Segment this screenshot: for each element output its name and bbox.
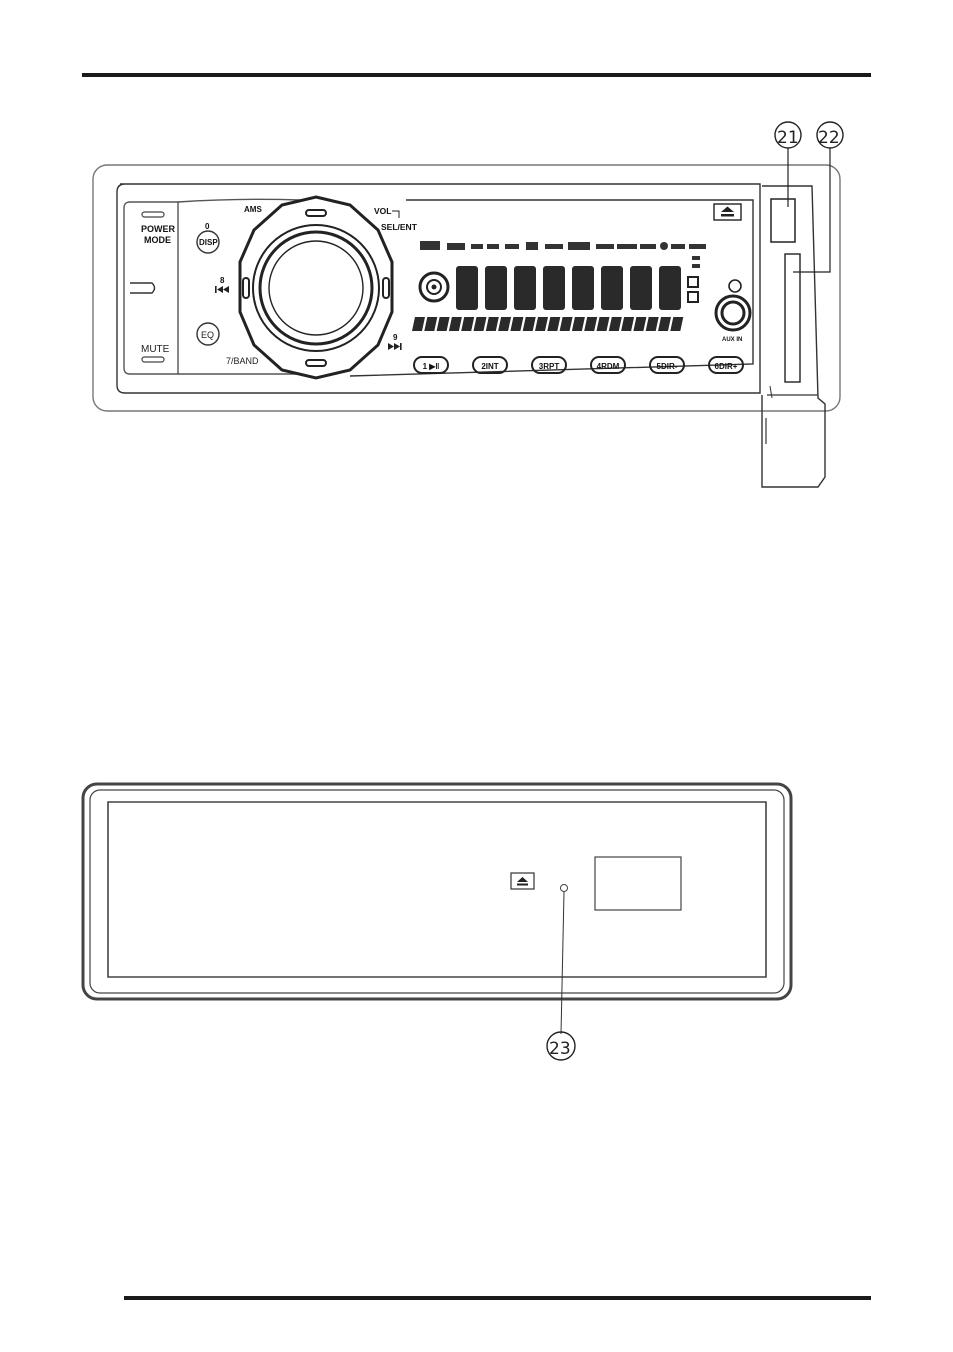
preset-button-4[interactable]: 4RDM bbox=[591, 357, 625, 373]
display-bar-segment bbox=[658, 317, 671, 331]
closed-panel bbox=[83, 784, 791, 999]
sel-ent-label: SEL/ENT bbox=[381, 222, 418, 232]
display-bar-segment bbox=[560, 317, 573, 331]
eject-icon bbox=[721, 207, 734, 217]
mute-label: MUTE bbox=[141, 344, 170, 355]
card-slot[interactable] bbox=[785, 254, 800, 382]
panel-window bbox=[595, 857, 681, 910]
display-bar-segment bbox=[646, 317, 659, 331]
display-digit bbox=[543, 266, 565, 310]
reset-hole[interactable] bbox=[561, 885, 568, 892]
preset-button-label: 3RPT bbox=[539, 362, 560, 371]
preset-button-1[interactable]: 1 ▶‖ bbox=[414, 357, 448, 373]
ams-label: AMS bbox=[244, 205, 262, 214]
release-tab bbox=[130, 283, 155, 293]
usb-port[interactable] bbox=[771, 199, 795, 242]
preset-button-label: 2INT bbox=[481, 362, 498, 371]
vol-label: VOL bbox=[374, 206, 391, 216]
preset-button-2[interactable]: 2INT bbox=[473, 357, 507, 373]
skip-back-icon bbox=[215, 286, 229, 293]
display-bar-segment bbox=[584, 317, 597, 331]
display-bar-segment bbox=[461, 317, 474, 331]
volume-knob[interactable] bbox=[240, 197, 392, 378]
display-bar-segment bbox=[498, 317, 511, 331]
display-bar-segment bbox=[609, 317, 622, 331]
power-label: POWER bbox=[141, 224, 176, 234]
display-bar-segment bbox=[424, 317, 437, 331]
preset-button-row: 1 ▶‖ 2INT 3RPT 4RDM 5DIR- 6DIR+ bbox=[414, 357, 743, 373]
display-bar-segment bbox=[474, 317, 487, 331]
preset-button-label: 4RDM bbox=[597, 362, 620, 371]
display-digit bbox=[456, 266, 478, 310]
display-bar-segment bbox=[535, 317, 548, 331]
display-bar-segment bbox=[523, 317, 536, 331]
display-bar-segment bbox=[412, 317, 425, 331]
eject-icon bbox=[517, 877, 528, 886]
display-bar-segment bbox=[547, 317, 560, 331]
display-bar-segment bbox=[437, 317, 450, 331]
callout-22: 22 bbox=[818, 128, 840, 148]
display-bar-segment bbox=[621, 317, 634, 331]
display-digit bbox=[601, 266, 623, 310]
callout-23: 23 bbox=[549, 1039, 571, 1059]
callout-21: 21 bbox=[777, 128, 799, 148]
display-digit bbox=[659, 266, 681, 310]
mode-label: MODE bbox=[144, 235, 171, 245]
display-digit bbox=[514, 266, 536, 310]
preset-button-label: 6DIR+ bbox=[715, 362, 738, 371]
disp-label: DISP bbox=[199, 238, 218, 247]
preset-button-label: 1 ▶‖ bbox=[423, 362, 440, 371]
display-digit bbox=[630, 266, 652, 310]
skip-forward-icon bbox=[388, 343, 402, 350]
display-bar-segment bbox=[670, 317, 683, 331]
preset-button-label: 5DIR- bbox=[657, 362, 678, 371]
mute-led bbox=[142, 357, 164, 362]
display-bar-segment bbox=[486, 317, 499, 331]
display-bar-segment bbox=[572, 317, 585, 331]
display-digit bbox=[572, 266, 594, 310]
aux-in-jack[interactable] bbox=[716, 280, 750, 330]
display-bar-segment bbox=[597, 317, 610, 331]
next-number: 9 bbox=[393, 333, 398, 342]
display-bar-segment bbox=[449, 317, 462, 331]
display-bar-segment bbox=[633, 317, 646, 331]
band-label: 7/BAND bbox=[226, 356, 259, 366]
eq-label: EQ bbox=[201, 330, 214, 340]
display-bar-segment bbox=[510, 317, 523, 331]
preset-button-5[interactable]: 5DIR- bbox=[650, 357, 684, 373]
disp-number: 0 bbox=[205, 222, 210, 231]
aux-label: AUX IN bbox=[722, 337, 742, 343]
power-led bbox=[142, 212, 164, 217]
display-digit bbox=[485, 266, 507, 310]
prev-number: 8 bbox=[220, 276, 225, 285]
